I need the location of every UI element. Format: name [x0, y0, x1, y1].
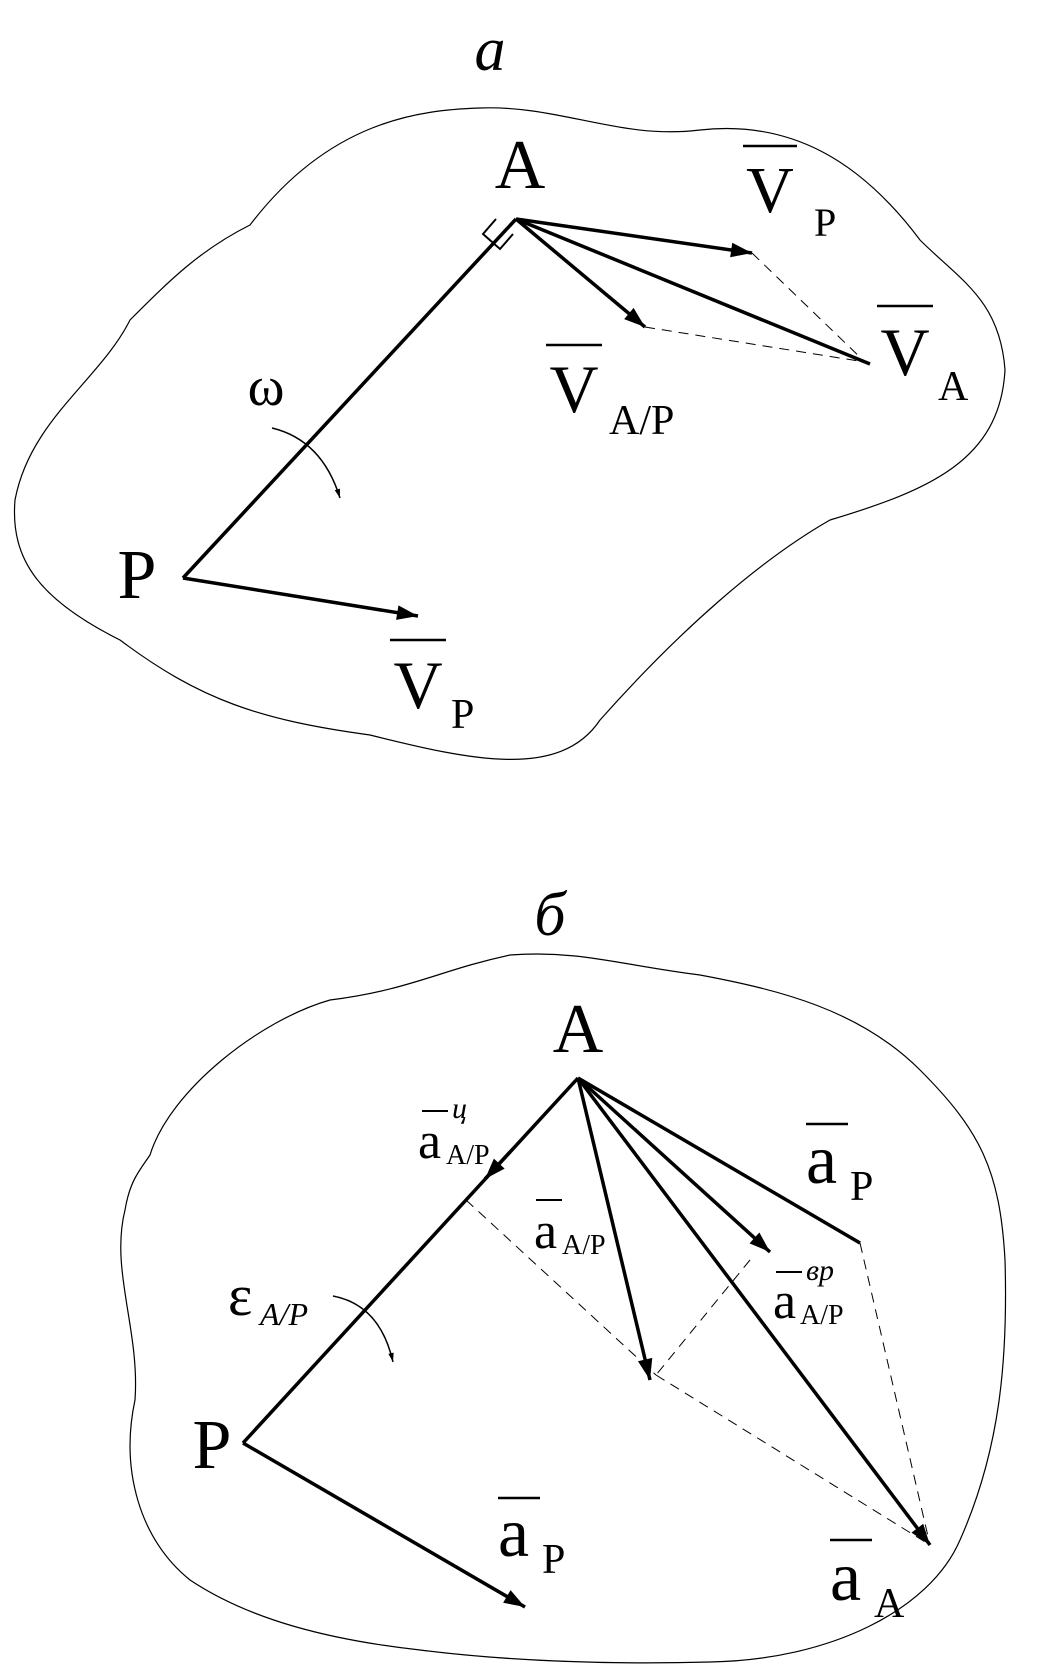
vector-symbol: a	[534, 1203, 557, 1260]
dashed-ap-aa	[859, 1242, 931, 1546]
vector-symbol: a	[830, 1539, 861, 1616]
vector-label-aap: a A/P	[534, 1199, 606, 1261]
arrow-ap-bottom	[242, 1441, 526, 1609]
vector-symbol: V	[746, 154, 794, 227]
vector-label-ap-bottom: a P	[498, 1495, 565, 1583]
dashed-aap-aa	[655, 1374, 931, 1546]
point-a-label: A	[495, 127, 546, 204]
vector-subscript: A/P	[609, 398, 674, 444]
vector-symbol: a	[806, 1122, 837, 1199]
vector-subscript: A	[874, 1581, 905, 1627]
vector-superscript: ц	[452, 1092, 467, 1125]
vector-symbol: a	[773, 1273, 796, 1330]
vector-symbol: V	[549, 351, 598, 427]
arrow-ap-top	[577, 1076, 861, 1245]
epsilon-subscript: A/P	[258, 1296, 308, 1332]
body-outline-a	[13, 107, 1006, 760]
vector-subscript: P	[451, 692, 474, 738]
point-p-label-b: P	[193, 1407, 232, 1484]
vector-subscript: A/P	[562, 1230, 606, 1261]
vector-subscript: A	[938, 364, 969, 410]
arrow-vp-top	[515, 217, 753, 258]
segment-pa	[181, 217, 518, 580]
point-p-label: P	[118, 537, 157, 614]
diagram-a: а A P ω V P V A	[13, 16, 1006, 760]
vector-label-ap-top: a P	[806, 1122, 873, 1210]
vector-superscript: вр	[806, 1254, 834, 1287]
arrow-ac	[483, 1150, 512, 1181]
vector-label-va: V A	[877, 304, 969, 410]
point-a-label-b: A	[553, 991, 604, 1068]
vector-symbol: V	[880, 314, 929, 390]
diagram-a-label: а	[475, 16, 506, 84]
diagram-b-label: б	[534, 881, 567, 949]
vector-label-vp-top: V P	[743, 144, 836, 245]
right-angle-mark	[481, 218, 514, 251]
arrow-aa	[576, 1076, 932, 1547]
vector-subscript: A/P	[446, 1140, 490, 1171]
vector-symbol: a	[418, 1113, 441, 1170]
omega-label: ω	[248, 356, 285, 418]
diagram-b: б A P ε A/P ц a A/P	[120, 881, 1007, 1664]
vector-label-ac: ц a A/P	[418, 1092, 490, 1171]
vector-symbol: V	[393, 647, 442, 723]
epsilon-label: ε A/P	[228, 1263, 308, 1332]
arrow-aap	[576, 1077, 653, 1381]
vector-label-aa: a A	[830, 1538, 905, 1627]
body-outline-b	[120, 953, 1007, 1664]
vector-subscript: A/P	[800, 1300, 844, 1331]
omega-rotation-arrow	[271, 427, 341, 499]
vector-label-arot: вр a A/P	[773, 1254, 844, 1331]
vector-subscript: P	[542, 1537, 565, 1583]
vector-symbol: a	[498, 1495, 529, 1572]
arrow-vp-bottom	[182, 576, 419, 620]
vector-label-vap: V A/P	[546, 343, 674, 444]
dashed-vap-va	[644, 326, 866, 363]
epsilon-rotation-arrow	[332, 1295, 394, 1363]
dashed-ac-aap	[465, 1199, 657, 1376]
vector-label-vp-bottom: V P	[390, 638, 474, 738]
epsilon-symbol: ε	[228, 1263, 252, 1328]
arrow-arot	[576, 1076, 772, 1254]
segment-pa-b	[241, 1076, 580, 1445]
dashed-vp-va	[751, 252, 866, 363]
dashed-arot-aap	[655, 1259, 751, 1376]
arrow-vap	[514, 217, 647, 329]
arrow-va	[515, 217, 871, 366]
vector-subscript: P	[814, 200, 836, 245]
vector-subscript: P	[850, 1164, 873, 1210]
